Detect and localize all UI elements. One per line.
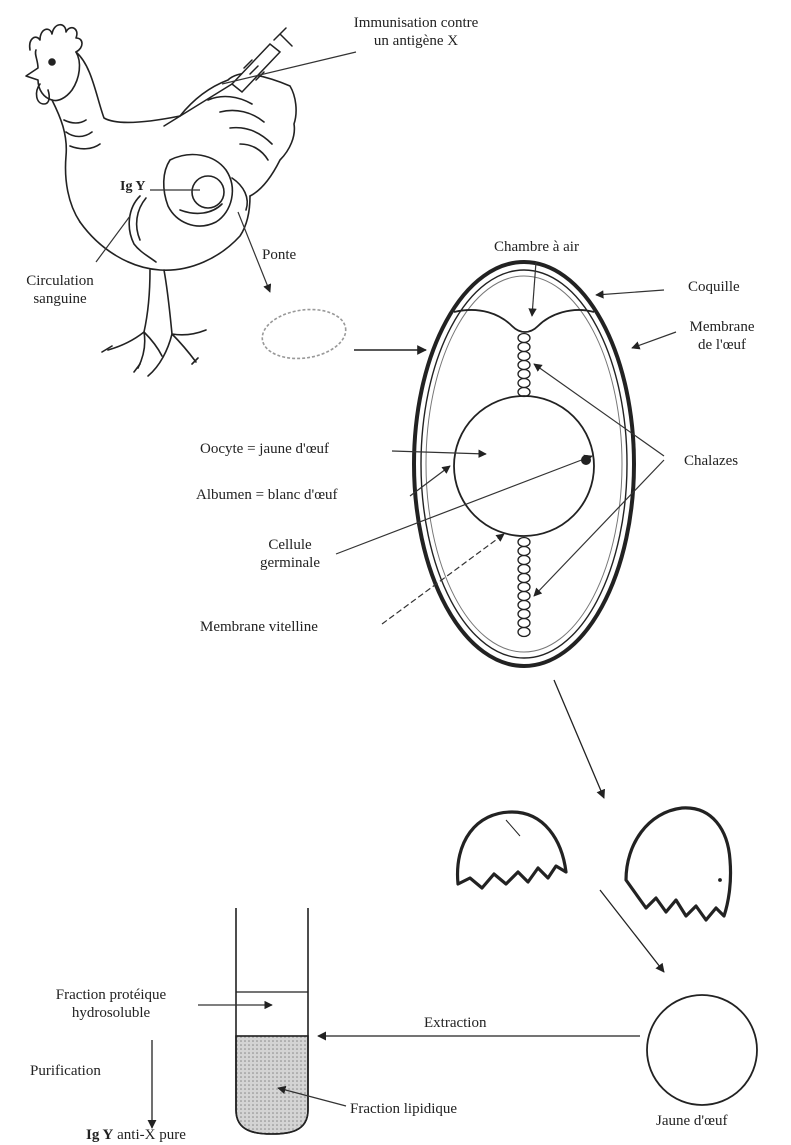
chambre-air-label: Chambre à air: [494, 238, 579, 256]
immunisation-label-line2: un antigène X: [326, 32, 506, 50]
chalaza-link: [518, 547, 530, 556]
membrane-oeuf-label-line1: Membrane: [672, 318, 772, 336]
extracted-yolk: [647, 995, 757, 1105]
igy-hen-label: Ig Y: [120, 178, 146, 196]
chalaza-link: [518, 343, 530, 352]
chalaza-link: [518, 370, 530, 379]
membrane-oeuf-label: Membrane de l'œuf: [672, 318, 772, 354]
germinal-cell: [581, 455, 591, 465]
igy-pure-prefix: Ig Y: [86, 1127, 113, 1143]
broken-shells: [458, 808, 731, 920]
oocyte-label: Oocyte = jaune d'œuf: [200, 440, 329, 458]
igy-pure-label: Ig Y anti-X pure: [86, 1126, 186, 1144]
cellule-germinale-label: Cellule germinale: [240, 536, 340, 572]
fraction-proteique-label-line2: hydrosoluble: [18, 1004, 204, 1022]
jaune-oeuf-label: Jaune d'œuf: [656, 1112, 727, 1130]
laid-egg: [259, 304, 349, 363]
chalaza-link: [518, 592, 530, 601]
chalaza-link: [518, 361, 530, 370]
egg-leader-lines: [336, 262, 676, 624]
circulation-label: Circulation sanguine: [10, 272, 110, 308]
immunisation-label: Immunisation contre un antigène X: [326, 14, 506, 50]
chalaza-link: [518, 556, 530, 565]
chalazae-chains: [518, 334, 530, 637]
yolk: [454, 396, 594, 536]
chalaza-link: [518, 574, 530, 583]
egg-cross-section: [414, 262, 634, 666]
chalaza-link: [518, 352, 530, 361]
coquille-label: Coquille: [688, 278, 740, 296]
extraction-label: Extraction: [424, 1014, 486, 1032]
cellule-germinale-label-line1: Cellule: [240, 536, 340, 554]
test-tube: [236, 908, 308, 1134]
immunisation-label-line1: Immunisation contre: [326, 14, 506, 32]
shells-to-yolk-arrow: [600, 890, 664, 972]
membrane-vitelline-label: Membrane vitelline: [200, 618, 318, 636]
igy-pure-suffix: anti-X pure: [117, 1127, 186, 1143]
chalaza-link: [518, 610, 530, 619]
chalaza-link: [518, 565, 530, 574]
chalaza-link: [518, 379, 530, 388]
albumen-label: Albumen = blanc d'œuf: [196, 486, 338, 504]
purification-label: Purification: [30, 1062, 101, 1080]
chalaza-link: [518, 334, 530, 343]
chalaza-link: [518, 538, 530, 547]
chalazes-label: Chalazes: [684, 452, 738, 470]
fraction-proteique-label-line1: Fraction protéique: [18, 986, 204, 1004]
circulation-label-line1: Circulation: [10, 272, 110, 290]
ponte-label: Ponte: [262, 246, 296, 264]
membrane-oeuf-label-line2: de l'œuf: [672, 336, 772, 354]
fraction-proteique-label: Fraction protéique hydrosoluble: [18, 986, 204, 1022]
chalaza-link: [518, 619, 530, 628]
circulation-label-line2: sanguine: [10, 290, 110, 308]
fraction-lipidique-label: Fraction lipidique: [350, 1100, 457, 1118]
cellule-germinale-label-line2: germinale: [240, 554, 340, 572]
chalaza-link: [518, 583, 530, 592]
chalaza-link: [518, 601, 530, 610]
chalaza-link: [518, 628, 530, 637]
egg-to-shells-arrow: [554, 680, 604, 798]
